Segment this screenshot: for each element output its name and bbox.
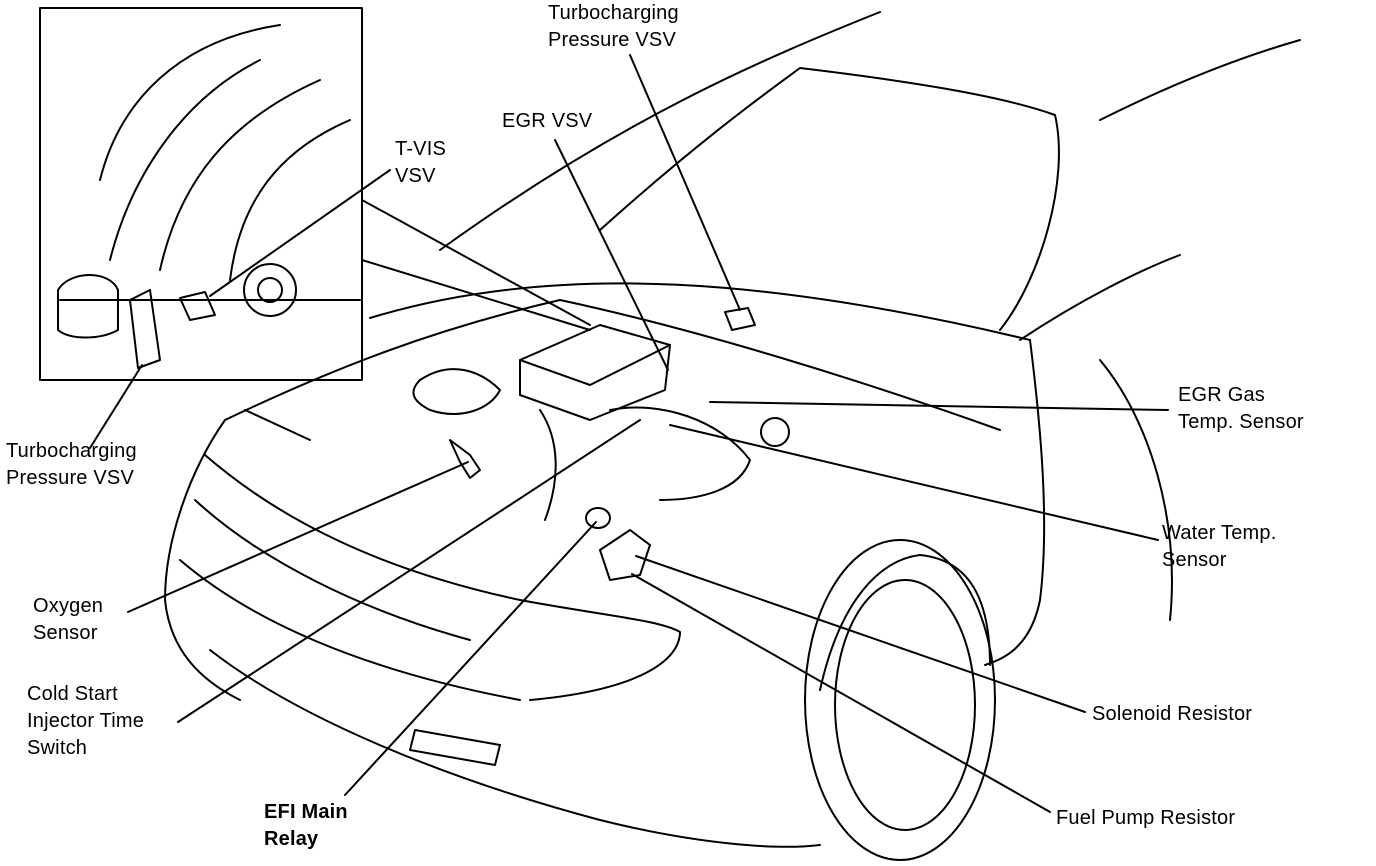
leader-cold-start	[177, 419, 641, 723]
leader-turbo-top	[629, 54, 741, 311]
intercooler-box	[519, 324, 671, 421]
label-tvis-vsv: T-VIS VSV	[395, 136, 446, 190]
strut-tower	[760, 417, 790, 447]
label-water-temp-sensor: Water Temp. Sensor	[1162, 520, 1276, 574]
label-line: Injector Time	[27, 710, 145, 732]
roof-line	[1099, 39, 1301, 121]
inset-tank	[57, 274, 119, 339]
label-line: Cold Start	[27, 683, 118, 705]
label-line: Switch	[27, 737, 88, 759]
label-turbocharging-vsv-left: Turbocharging Pressure VSV	[6, 438, 137, 492]
inner-fender	[559, 299, 1001, 431]
inset-pulley-inner	[257, 277, 283, 303]
leader-tvis	[209, 169, 391, 297]
inset-connector-2	[361, 259, 591, 331]
intercooler-top	[519, 344, 671, 386]
fender-arch	[819, 554, 991, 691]
cowl-line	[369, 282, 1031, 341]
body-side	[1099, 359, 1173, 621]
front-tire	[804, 539, 996, 861]
label-line: Turbocharging	[548, 2, 679, 24]
label-line: T-VIS	[395, 138, 447, 160]
front-body	[164, 419, 241, 701]
turbo-vsv-part	[724, 307, 756, 331]
bumper-line-1	[194, 499, 471, 641]
leader-efi	[344, 521, 597, 796]
label-line: Pressure VSV	[6, 467, 135, 489]
leader-turbo-left	[89, 364, 143, 449]
leader-solenoid	[635, 555, 1086, 713]
leader-egr-gas	[709, 401, 1169, 411]
pillar-line	[1019, 254, 1181, 341]
air-duct	[412, 368, 501, 415]
leader-fuel-pump	[631, 573, 1051, 813]
label-line: Pressure VSV	[548, 29, 677, 51]
inset-connector	[361, 199, 591, 326]
label-solenoid-resistor: Solenoid Resistor	[1092, 701, 1252, 728]
engine-block	[609, 406, 751, 501]
inset-pulley	[243, 263, 297, 317]
label-egr-gas-temp-sensor: EGR Gas Temp. Sensor	[1178, 382, 1304, 436]
relay-box	[585, 507, 611, 529]
leader-water-temp	[669, 424, 1159, 541]
label-line: EFI Main	[264, 801, 348, 823]
label-line: Sensor	[1162, 549, 1227, 571]
leader-egr-vsv	[554, 139, 669, 371]
label-efi-main-relay: EFI Main Relay	[264, 799, 348, 853]
label-line: VSV	[395, 165, 436, 187]
label-line: Water Temp.	[1162, 522, 1277, 544]
label-line: Oxygen	[33, 595, 104, 617]
oxygen-sensor-part	[449, 439, 481, 479]
leader-oxygen	[127, 461, 469, 613]
headlight-line	[204, 454, 681, 701]
label-line: Relay	[264, 828, 319, 850]
wheel-rim	[834, 579, 976, 831]
inset-tvis	[179, 291, 216, 321]
windshield-outline	[439, 11, 881, 251]
inset-engine-4	[229, 119, 351, 281]
intake-hose	[539, 409, 557, 521]
label-oxygen-sensor: Oxygen Sensor	[33, 593, 103, 647]
inset-frame	[39, 7, 363, 381]
inset-engine-2	[109, 59, 261, 261]
label-fuel-pump-resistor: Fuel Pump Resistor	[1056, 805, 1235, 832]
inset-vsv	[129, 289, 161, 369]
label-turbocharging-vsv-top: Turbocharging Pressure VSV	[548, 0, 679, 54]
label-cold-start-injector-switch: Cold Start Injector Time Switch	[27, 681, 144, 762]
label-egr-vsv: EGR VSV	[502, 108, 592, 135]
label-line: Sensor	[33, 622, 98, 644]
hood-outline	[224, 299, 561, 421]
label-line: Temp. Sensor	[1178, 411, 1304, 433]
label-line: Solenoid Resistor	[1092, 703, 1253, 725]
resistor-block	[599, 529, 651, 581]
fender-line	[984, 339, 1046, 666]
label-line: Fuel Pump Resistor	[1056, 807, 1236, 829]
label-line: EGR Gas	[1178, 384, 1265, 406]
label-line: EGR VSV	[502, 110, 593, 132]
bumper-lower	[209, 649, 821, 848]
fog-lamp	[409, 729, 501, 766]
label-line: Turbocharging	[6, 440, 137, 462]
windshield-frame	[599, 67, 1060, 331]
bumper-line-2	[179, 559, 521, 701]
hood-crease	[244, 409, 311, 441]
inset-engine-1	[99, 24, 281, 181]
inset-engine-3	[159, 79, 321, 271]
